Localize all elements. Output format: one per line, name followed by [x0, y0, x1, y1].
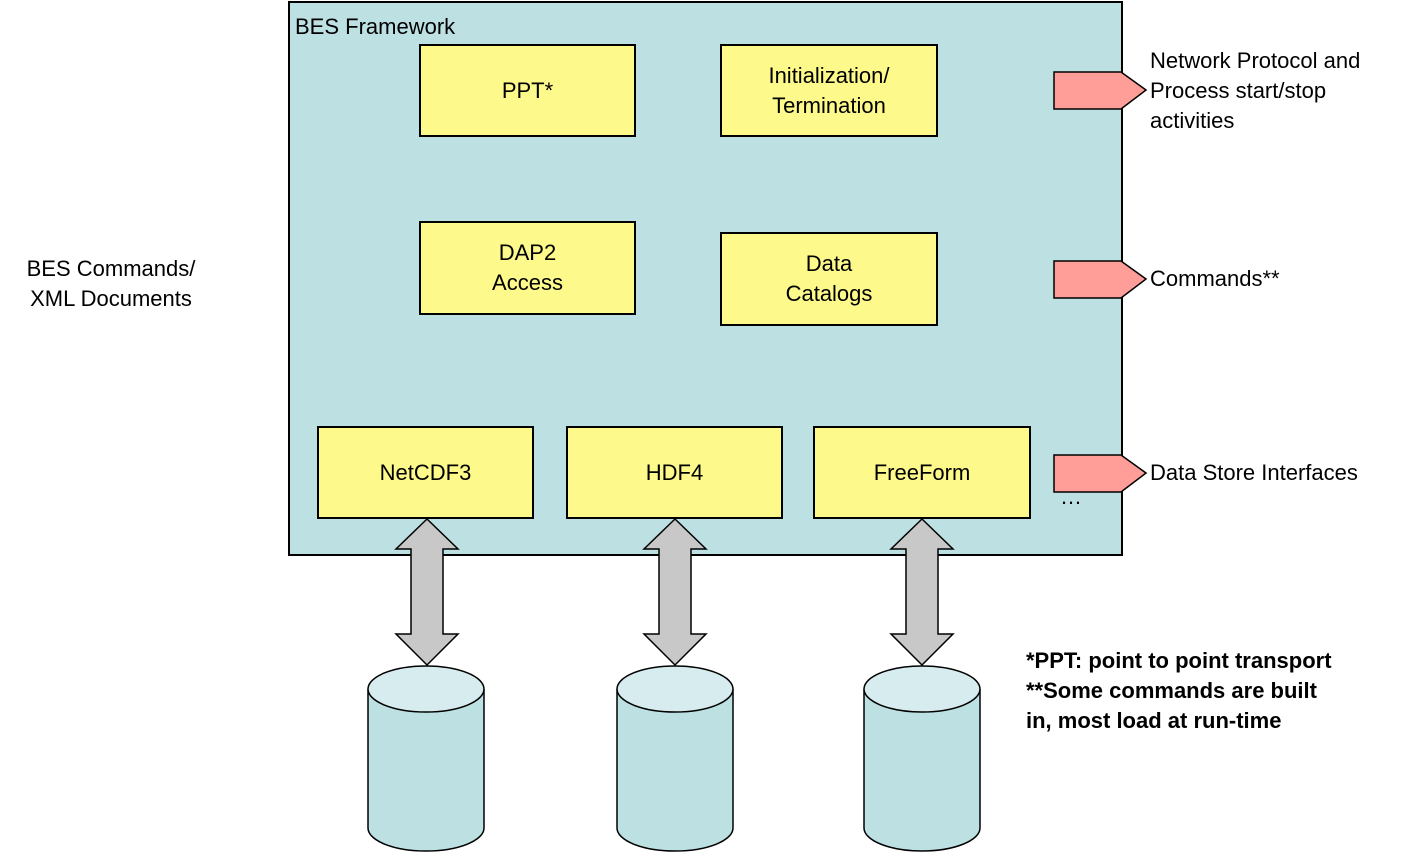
footnotes: *PPT: point to point transport **Some co… — [1026, 648, 1332, 733]
initialization-termination-module: Initialization/ Termination — [720, 44, 938, 137]
data-store-interfaces-label: Data Store Interfaces — [1150, 460, 1358, 485]
more-modules-ellipsis: … — [1060, 484, 1082, 509]
commands-label: Commands** — [1150, 266, 1280, 291]
freeform-database-icon — [863, 665, 981, 852]
data-catalogs-module: Data Catalogs — [720, 232, 938, 326]
netcdf3-module: NetCDF3 — [317, 426, 534, 519]
hdf4-module: HDF4 — [566, 426, 783, 519]
ppt-module: PPT* — [419, 44, 636, 137]
framework-title: BES Framework — [295, 14, 456, 39]
freeform-module: FreeForm — [813, 426, 1031, 519]
network-protocol-label: Network Protocol and Process start/stop … — [1150, 48, 1361, 133]
bes-commands-label: BES Commands/ XML Documents — [26, 256, 196, 311]
dap2-access-module: DAP2 Access — [419, 221, 636, 315]
netcdf3-database-icon — [367, 665, 485, 852]
hdf4-database-icon — [616, 665, 734, 852]
